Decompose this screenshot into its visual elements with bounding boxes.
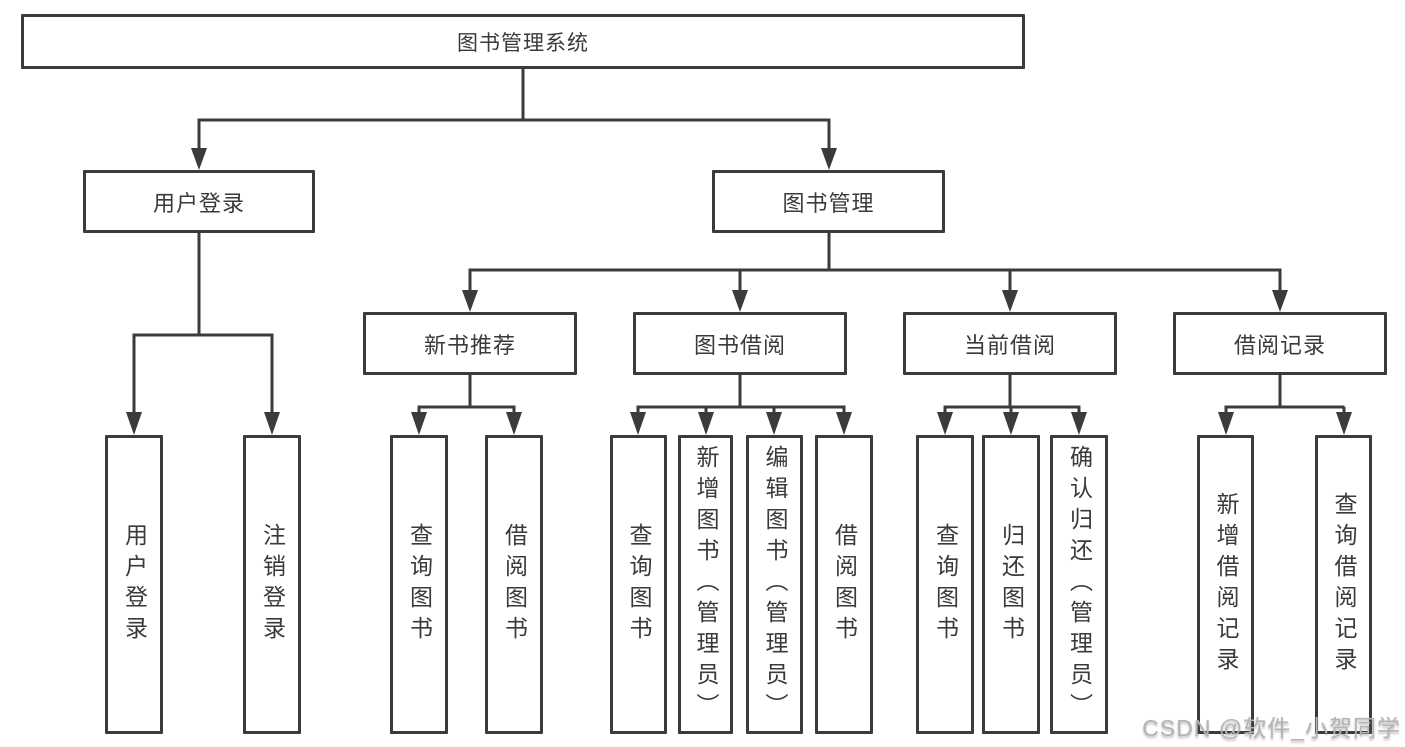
- arrowhead-down-icon: [1218, 412, 1352, 435]
- node-label: 新增图书（管理员）: [693, 445, 719, 724]
- leaf-confirm-return-admin: 确认归还（管理员）: [1050, 435, 1108, 734]
- node-user-login: 用户登录: [83, 170, 315, 233]
- node-label: 图书管理: [782, 190, 875, 216]
- node-label: 当前借阅: [963, 332, 1056, 358]
- leaf-query-borrow-record: 查询借阅记录: [1315, 435, 1372, 734]
- node-label: 确认归还（管理员）: [1066, 445, 1093, 724]
- arrowhead-down-icon: [937, 412, 1087, 435]
- node-label: 用户登录: [121, 522, 148, 647]
- node-label: 借阅图书: [831, 522, 858, 647]
- connector-root: [197, 69, 831, 150]
- leaf-query-books-1: 查询图书: [390, 435, 448, 734]
- node-label: 新书推荐: [423, 332, 516, 358]
- node-label: 注销登录: [259, 522, 286, 647]
- node-book-management: 图书管理: [712, 170, 945, 233]
- node-label: 新增借阅记录: [1213, 491, 1239, 678]
- node-label: 归还图书: [998, 522, 1025, 647]
- node-current-borrow: 当前借阅: [903, 312, 1117, 375]
- leaf-logout: 注销登录: [243, 435, 301, 734]
- arrowhead-down-icon: [462, 290, 1288, 312]
- node-borrow-records: 借阅记录: [1173, 312, 1387, 375]
- arrowhead-down-icon: [630, 412, 852, 435]
- connector-new-book-recommend: [417, 375, 516, 414]
- leaf-return-books: 归还图书: [982, 435, 1040, 734]
- arrowhead-down-icon: [411, 412, 522, 435]
- node-label: 借阅记录: [1233, 332, 1326, 358]
- leaf-query-books-2: 查询图书: [610, 435, 667, 734]
- node-label: 编辑图书（管理员）: [762, 445, 788, 724]
- node-label: 用户登录: [152, 190, 245, 216]
- connector-book-management: [468, 233, 1282, 292]
- connector-borrow-records: [1224, 375, 1346, 414]
- connector-user-login: [132, 233, 274, 415]
- node-label: 查询图书: [406, 522, 433, 647]
- node-new-book-recommend: 新书推荐: [363, 312, 577, 375]
- leaf-borrow-books-1: 借阅图书: [485, 435, 543, 734]
- node-book-borrow: 图书借阅: [633, 312, 847, 375]
- node-label: 查询图书: [932, 522, 959, 647]
- node-label: 图书管理系统: [457, 31, 589, 55]
- node-label: 查询借阅记录: [1331, 491, 1357, 678]
- watermark: CSDN @软件_小贺同学: [1142, 715, 1401, 741]
- connector-current-borrow: [943, 375, 1081, 414]
- node-label: 借阅图书: [501, 522, 528, 647]
- leaf-user-login: 用户登录: [105, 435, 163, 734]
- leaf-add-borrow-record: 新增借阅记录: [1197, 435, 1254, 734]
- arrowhead-down-icon: [126, 412, 280, 435]
- leaf-edit-books-admin: 编辑图书（管理员）: [746, 435, 803, 734]
- connector-book-borrow: [636, 375, 846, 414]
- node-library-management-system: 图书管理系统: [21, 14, 1025, 69]
- node-label: 查询图书: [626, 522, 652, 647]
- leaf-add-books-admin: 新增图书（管理员）: [678, 435, 733, 734]
- leaf-borrow-books-2: 借阅图书: [815, 435, 873, 734]
- arrowhead-down-icon: [191, 148, 837, 170]
- leaf-query-books-3: 查询图书: [916, 435, 974, 734]
- node-label: 图书借阅: [693, 332, 786, 358]
